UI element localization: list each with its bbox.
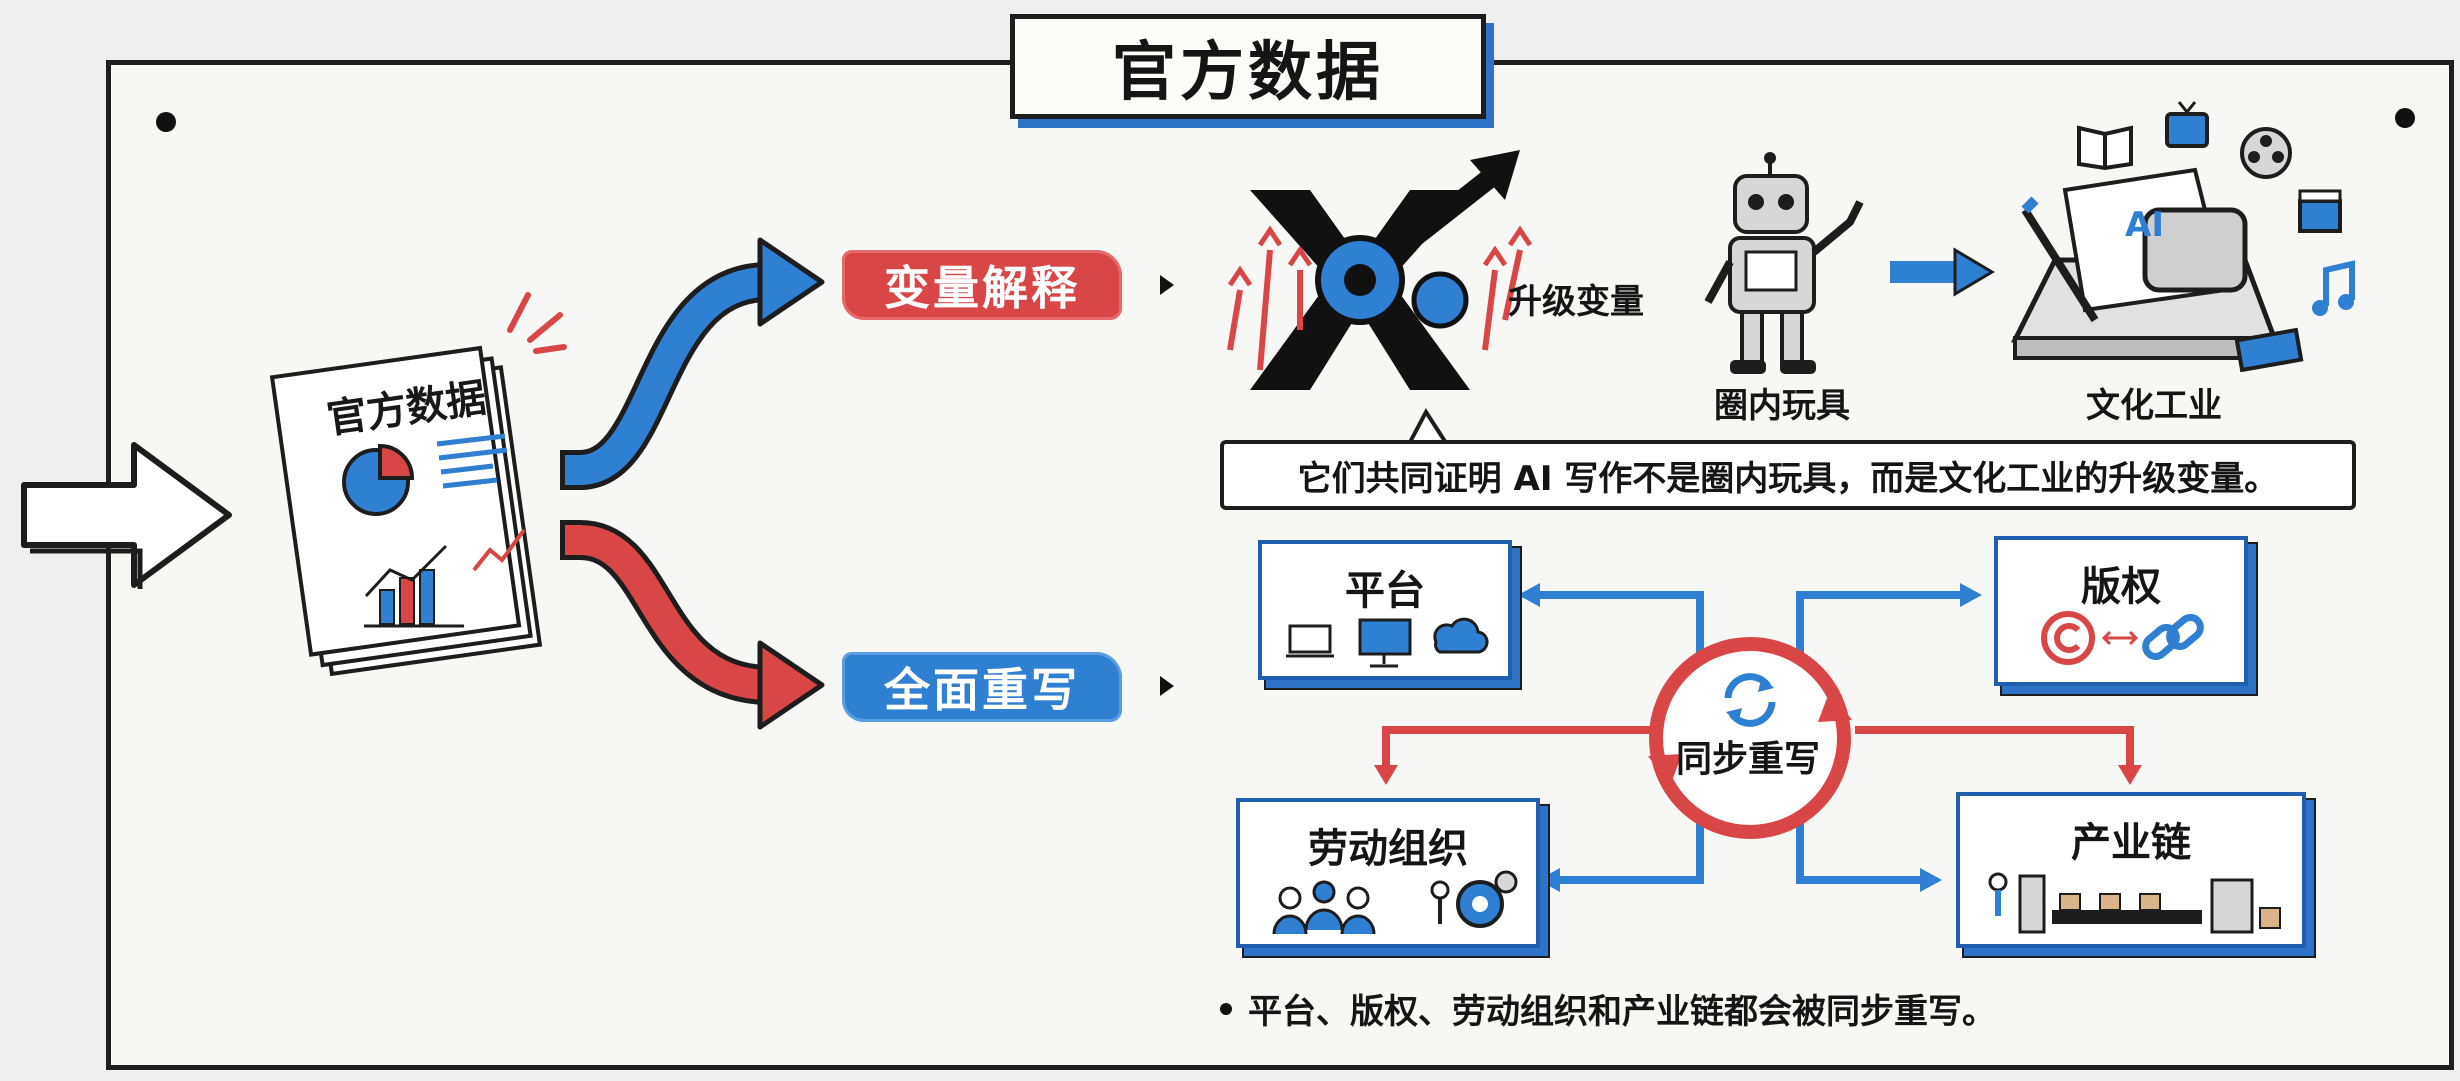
trend-chart-icon — [472, 528, 526, 572]
card-industry-chain-title: 产业链 — [2071, 820, 2191, 866]
upgrade-label: 升级变量 — [1508, 282, 1644, 322]
branch-bottom-label: 全面重写 — [842, 652, 1122, 722]
bullet-dot — [1220, 1002, 1232, 1015]
typewriter-icon — [2010, 167, 2279, 360]
bullet-triangle-top — [1160, 275, 1174, 295]
industry-label: 文化工业 — [2086, 386, 2222, 426]
card-platform: 平台 — [1258, 540, 1512, 680]
card-platform-title: 平台 — [1345, 568, 1425, 614]
pin-right — [2395, 108, 2415, 128]
card-copyright: 版权 — [1994, 536, 2248, 686]
robot-label: 圈内玩具 — [1714, 386, 1850, 426]
entry-arrow-icon — [21, 442, 232, 589]
worker-gear-icon — [1430, 870, 1518, 928]
robot-icon — [1704, 152, 1864, 374]
bar-chart-icon — [364, 544, 464, 628]
card-copyright-title: 版权 — [2081, 564, 2161, 610]
pin-left — [156, 112, 176, 132]
book-stack-icon — [2234, 327, 2304, 373]
ai-badge: AI — [2125, 205, 2164, 245]
platform-devices-icon — [1286, 617, 1489, 668]
film-reel-icon — [2240, 127, 2292, 179]
tv-icon — [2165, 101, 2209, 148]
clapperboard-icon — [2298, 189, 2342, 233]
card-industry-chain: 产业链 — [1956, 792, 2306, 948]
card-labor-title: 劳动组织 — [1308, 826, 1468, 872]
team-icon — [1272, 880, 1376, 935]
bullet-triangle-bottom — [1160, 676, 1174, 696]
book-icon — [2077, 125, 2133, 171]
page-title: 官方数据 — [1010, 14, 1486, 119]
pie-chart-icon — [342, 443, 415, 516]
cycle-center-label: 同步重写 — [1675, 739, 1820, 780]
upgrade-x-icon — [1227, 150, 1533, 390]
factory-line-icon — [1988, 872, 2281, 934]
chain-link-icon — [2142, 614, 2204, 660]
callout-pointer — [1406, 408, 1450, 448]
copyright-icon — [2041, 611, 2095, 665]
callout-text: 它们共同证明 AI 写作不是圈内玩具，而是文化工业的升级变量。 — [1220, 440, 2356, 510]
sync-icon — [1724, 673, 1776, 727]
footer-note: 平台、版权、劳动组织和产业链都会被同步重写。 — [1220, 984, 1996, 1033]
text-lines-icon — [436, 433, 508, 489]
card-labor: 劳动组织 — [1236, 798, 1540, 948]
footer-note-text: 平台、版权、劳动组织和产业链都会被同步重写。 — [1248, 992, 1996, 1032]
music-note-icon — [2312, 260, 2355, 316]
emphasis-marks-icon — [507, 292, 567, 354]
branch-top-label: 变量解释 — [842, 250, 1122, 320]
double-arrow-icon — [2101, 630, 2139, 646]
